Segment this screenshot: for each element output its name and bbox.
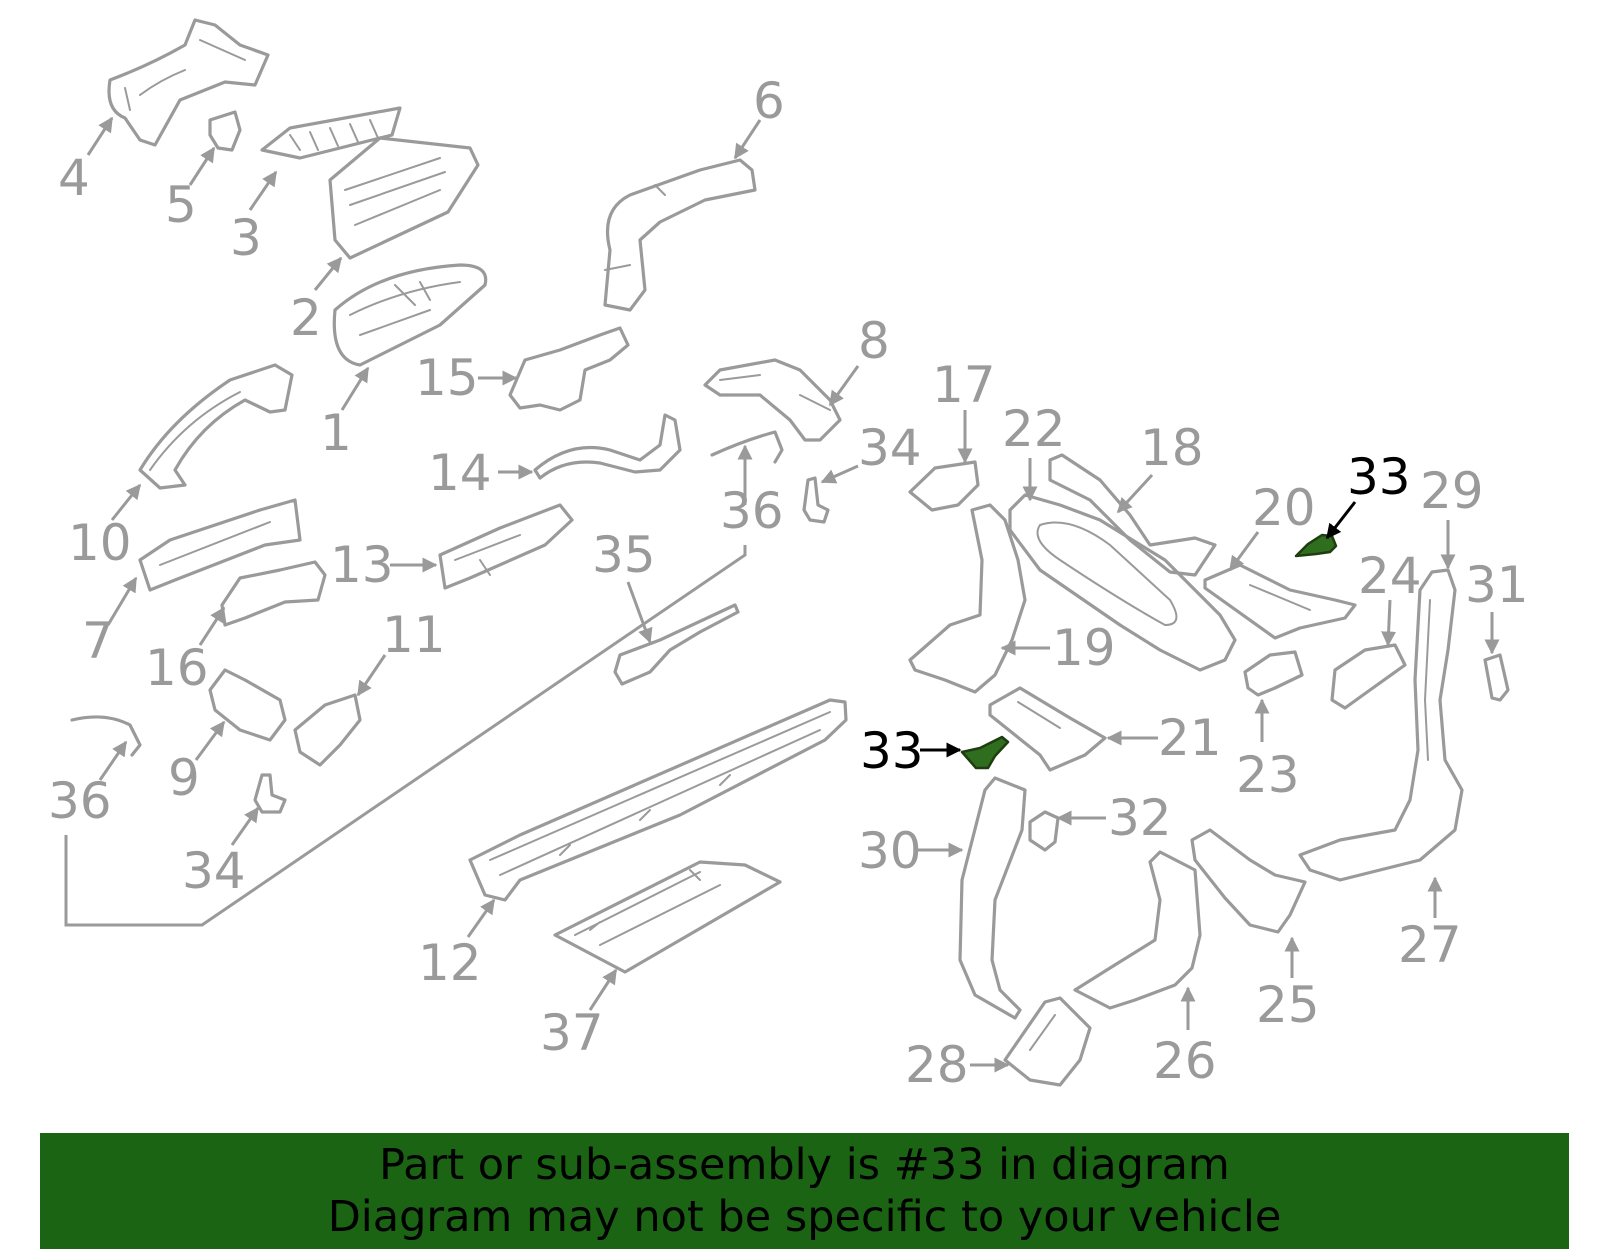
callout-16: 16 <box>145 639 209 697</box>
part-20-duct <box>1203 563 1357 640</box>
part-4-duct <box>107 18 270 147</box>
part-7-duct <box>138 498 302 592</box>
callout-8: 8 <box>858 312 890 370</box>
callout-13: 13 <box>330 536 394 594</box>
part-2-vent-housing <box>328 136 480 260</box>
callout-7: 7 <box>82 612 114 670</box>
callout-23: 23 <box>1236 746 1300 804</box>
part-8-duct <box>703 358 842 442</box>
leader-lines <box>64 116 1500 1073</box>
callout-2: 2 <box>290 289 322 347</box>
part-5-clip <box>208 110 242 152</box>
callout-9: 9 <box>168 749 200 807</box>
callout-26: 26 <box>1153 1032 1217 1090</box>
part-34-fastener-lower <box>253 773 287 814</box>
part-18-duct <box>1048 453 1217 577</box>
callout-35: 35 <box>592 526 656 584</box>
part-17-bracket <box>908 460 980 512</box>
part-31-clip <box>1483 653 1510 702</box>
part-36-seal-upper <box>710 430 784 464</box>
callout-30: 30 <box>858 822 922 880</box>
part-10-duct <box>138 363 294 490</box>
callout-36-upper: 36 <box>720 482 784 540</box>
part-24-bracket <box>1330 643 1407 710</box>
callout-21: 21 <box>1158 709 1222 767</box>
callout-11: 11 <box>382 606 446 664</box>
callout-25: 25 <box>1256 976 1320 1034</box>
info-banner: Part or sub-assembly is #33 in diagram D… <box>40 1133 1569 1249</box>
callout-19: 19 <box>1052 619 1116 677</box>
callout-14: 14 <box>428 444 492 502</box>
part-13-vent <box>438 503 574 590</box>
part-21-duct <box>988 686 1107 772</box>
part-36-seal-lower <box>70 715 142 757</box>
callout-27: 27 <box>1398 916 1462 974</box>
part-34-fastener-upper <box>802 476 830 524</box>
part-37-tray <box>553 860 782 974</box>
callout-34-upper: 34 <box>858 419 922 477</box>
part-6-duct <box>603 158 757 312</box>
part-23-bracket <box>1243 650 1304 697</box>
part-25-duct <box>1190 828 1307 934</box>
callout-5: 5 <box>165 176 197 234</box>
part-33-upper-highlighted[interactable] <box>1294 533 1338 558</box>
banner-part-line: Part or sub-assembly is #33 in diagram <box>379 1140 1230 1190</box>
part-3-grille <box>260 106 402 160</box>
banner-disclaimer-line: Diagram may not be specific to your vehi… <box>327 1192 1282 1242</box>
part-16-duct <box>220 560 327 627</box>
callout-31: 31 <box>1465 556 1529 614</box>
part-22-duct <box>1008 493 1237 672</box>
callout-15: 15 <box>415 349 479 407</box>
part-32-clip <box>1028 810 1060 852</box>
part-9-duct <box>208 668 287 742</box>
callout-29: 29 <box>1420 462 1484 520</box>
callout-32: 32 <box>1108 789 1172 847</box>
callout-24: 24 <box>1358 547 1422 605</box>
callout-33-lower: 33 <box>860 722 924 780</box>
callout-18: 18 <box>1140 419 1204 477</box>
callout-37: 37 <box>540 1004 604 1062</box>
callout-20: 20 <box>1252 479 1316 537</box>
callout-12: 12 <box>418 934 482 992</box>
part-11-bracket <box>293 693 362 767</box>
callout-33-upper: 33 <box>1347 448 1411 506</box>
callout-3: 3 <box>230 209 262 267</box>
part-12-panel <box>468 698 848 902</box>
callout-1: 1 <box>320 404 352 462</box>
callout-labels: 4 5 3 2 1 6 15 8 10 14 34 36 17 22 18 20… <box>48 72 1529 1094</box>
callout-6: 6 <box>753 72 785 130</box>
callout-10: 10 <box>68 514 132 572</box>
callout-28: 28 <box>905 1036 969 1094</box>
part-19-duct <box>908 503 1027 694</box>
part-35-strip <box>613 603 740 686</box>
part-15-bracket <box>508 326 630 412</box>
callout-22: 22 <box>1002 400 1066 458</box>
part-26-duct <box>1073 850 1202 1010</box>
callout-4: 4 <box>58 149 90 207</box>
part-33-lower-highlighted[interactable] <box>960 735 1010 770</box>
callout-17: 17 <box>932 356 996 414</box>
callout-36-lower: 36 <box>48 772 112 830</box>
part-14-hose <box>533 413 682 480</box>
part-29-27-duct <box>1298 568 1464 882</box>
part-1-vent-outlet <box>332 263 488 367</box>
part-30-duct <box>958 776 1027 1020</box>
callout-34-lower: 34 <box>182 842 246 900</box>
part-28-duct <box>1003 996 1092 1087</box>
